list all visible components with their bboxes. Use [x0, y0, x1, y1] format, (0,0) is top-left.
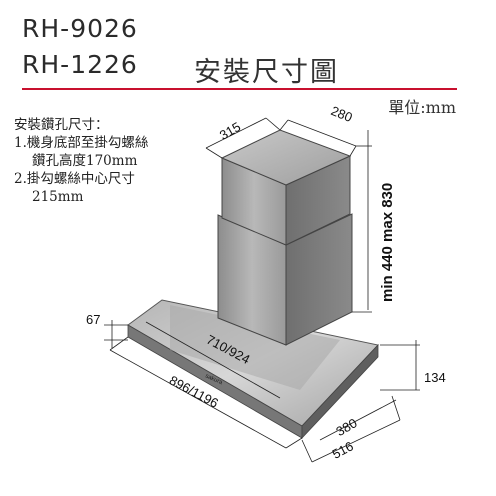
model-number-2: RH-1226 — [22, 50, 138, 79]
canopy-inner-base — [170, 305, 340, 390]
model-number-1: RH-9026 — [22, 14, 138, 43]
page-title: 安裝尺寸圖 — [194, 57, 339, 88]
dimension-lines — [104, 117, 420, 463]
dim-depth-inner: 380 — [333, 415, 359, 439]
title-underline — [22, 88, 457, 90]
notes-heading: 安裝鑽孔尺寸： — [14, 117, 109, 133]
dim-chimney-width: 315 — [217, 119, 243, 143]
dim-side-height: 134 — [424, 370, 446, 385]
dim-chimney-depth: 280 — [329, 103, 355, 125]
note-item-2-line-1: 2.掛勾螺絲中心尺寸 — [14, 171, 135, 187]
note-item-2-line-2: 215mm — [32, 189, 84, 205]
dim-canopy-thickness: 67 — [86, 312, 100, 327]
canopy-right-edge — [301, 343, 379, 440]
note-item-1-line-2: 鑽孔高度170mm — [32, 153, 138, 169]
installation-notes: 安裝鑽孔尺寸： 1.機身底部至掛勾螺絲 鑽孔高度170mm 2.掛勾螺絲中心尺寸… — [14, 116, 148, 206]
dim-depth-total: 516 — [330, 438, 356, 461]
dim-height-range: min 440 max 830 — [379, 183, 396, 302]
unit-label: 單位:mm — [388, 98, 456, 117]
note-item-1-line-1: 1.機身底部至掛勾螺絲 — [14, 135, 149, 151]
